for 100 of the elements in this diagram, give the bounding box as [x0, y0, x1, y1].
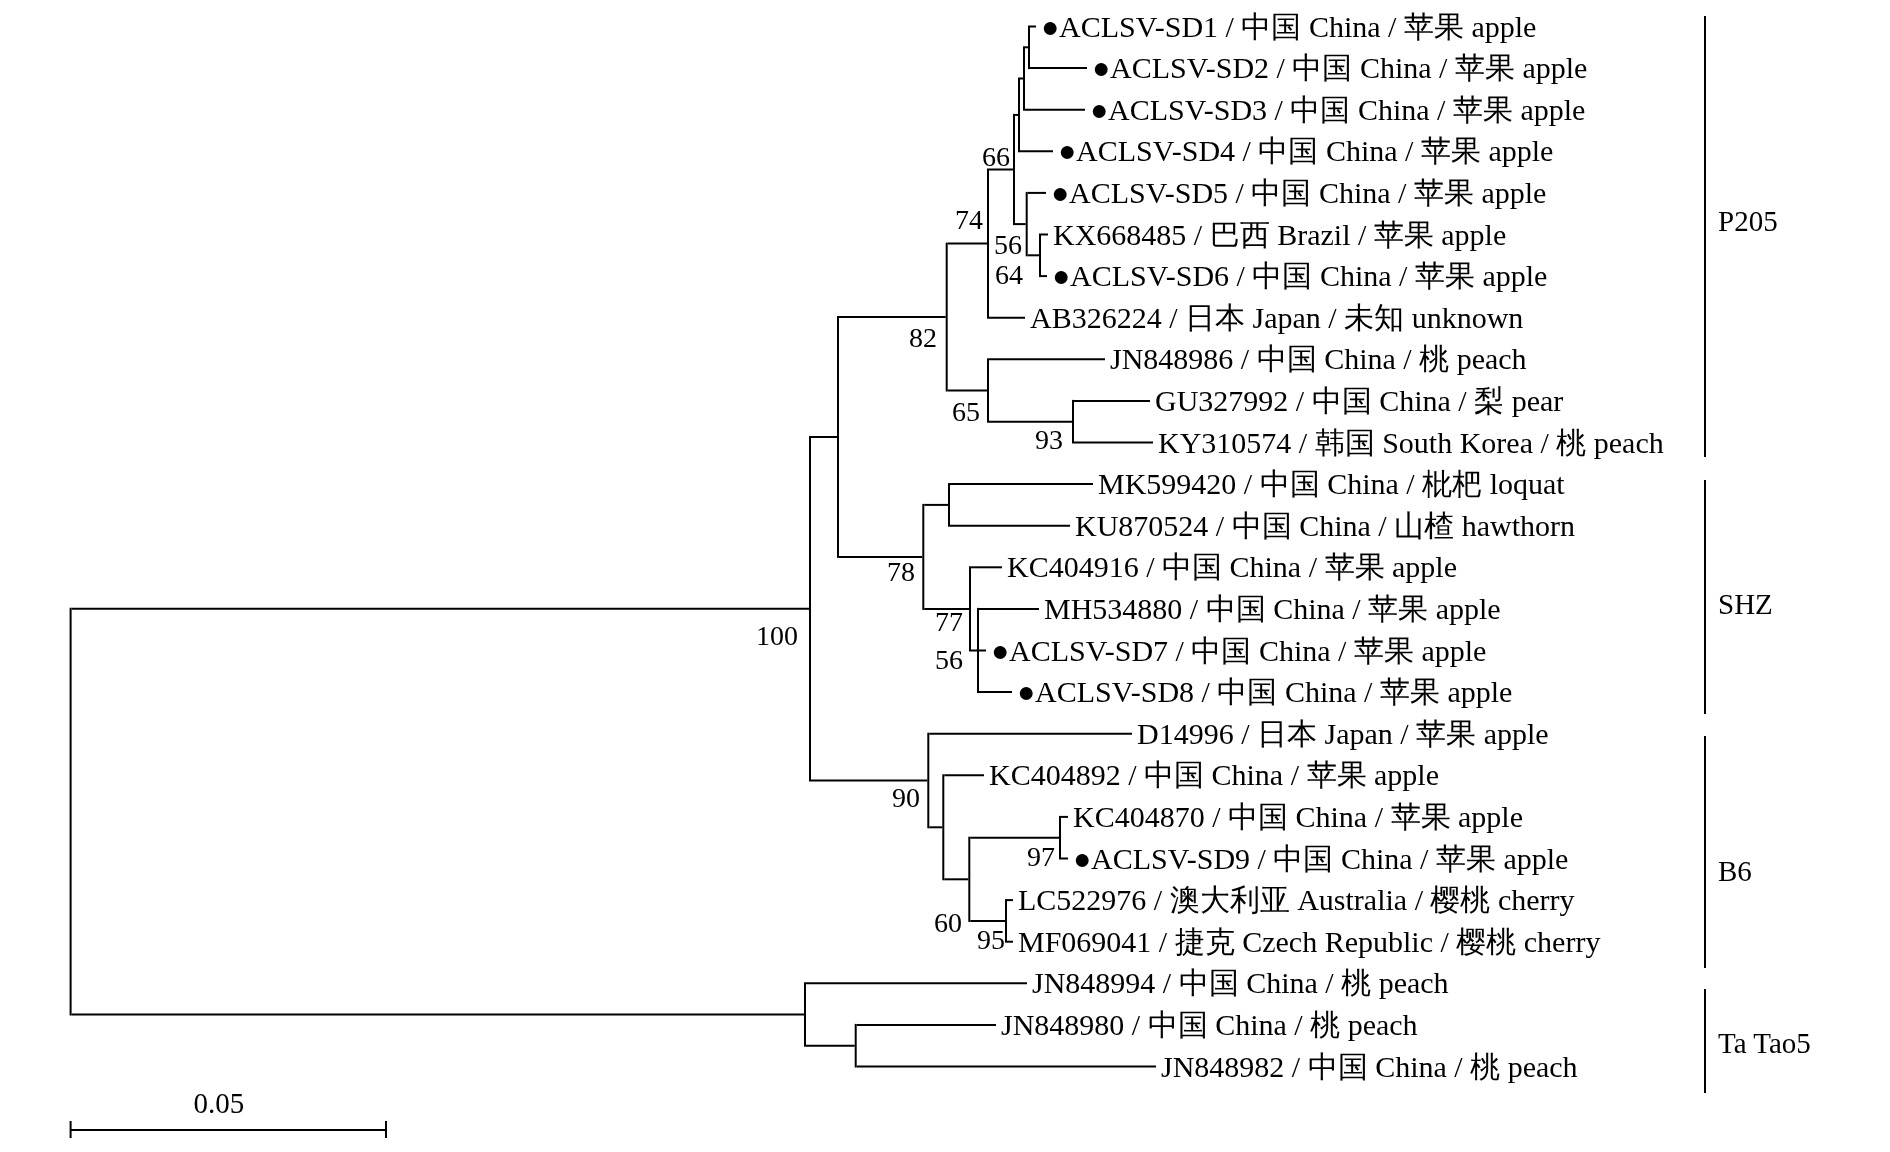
branch-line: [838, 555, 924, 558]
bootstrap-value: 56: [994, 230, 1022, 260]
taxon-label: KC404870 / 中国 China / 苹果 apple: [1068, 799, 1523, 834]
branch-line: [988, 168, 1014, 171]
branch-line: [978, 607, 1040, 610]
branch-line: [1040, 233, 1049, 236]
node-vertical-line: [69, 607, 72, 1016]
node-vertical-line: [1059, 815, 1061, 860]
node-vertical-line: [1013, 113, 1015, 226]
branch-line: [970, 649, 978, 652]
branch-line: [838, 316, 947, 319]
node-vertical-line: [1028, 25, 1030, 70]
branch-line: [969, 836, 1060, 839]
branch-line: [1029, 67, 1088, 70]
taxon-label: JN848986 / 中国 China / 桃 peach: [1105, 342, 1527, 377]
taxon-label: ●ACLSV-SD4 / 中国 China / 苹果 apple: [1053, 134, 1554, 169]
branch-line: [1029, 25, 1037, 28]
node-vertical-line: [854, 1023, 857, 1068]
branch-line: [810, 779, 929, 782]
bootstrap-value: 74: [955, 205, 983, 235]
node-vertical-line: [1025, 191, 1028, 257]
branch-line: [949, 483, 1094, 486]
bootstrap-value: 90: [892, 783, 920, 813]
node-vertical-line: [837, 316, 839, 558]
taxon-label: KU870524 / 中国 China / 山楂 hawthorn: [1070, 508, 1575, 543]
node-vertical-line: [987, 358, 989, 423]
node-vertical-line: [977, 607, 979, 694]
branch-line: [1060, 815, 1069, 818]
branch-line: [988, 420, 1073, 423]
branch-line: [928, 826, 944, 829]
branch-line: [978, 649, 987, 652]
branch-line: [943, 878, 970, 881]
branch-line: [1019, 77, 1024, 80]
taxon-label: ●ACLSV-SD2 / 中国 China / 苹果 apple: [1087, 51, 1588, 86]
node-vertical-line: [968, 836, 971, 922]
bootstrap-value: 82: [909, 323, 937, 353]
bootstrap-value: 77: [935, 607, 963, 637]
branch-line: [1026, 254, 1040, 257]
scale-label: 0.05: [193, 1086, 245, 1120]
taxon-label: KC404916 / 中国 China / 苹果 apple: [1002, 550, 1457, 585]
branch-line: [805, 1044, 856, 1047]
branch-line: [928, 732, 1133, 735]
branch-line: [1026, 191, 1047, 194]
bootstrap-value: 65: [952, 397, 980, 427]
clade-label: Ta Tao5: [1718, 1026, 1811, 1060]
node-vertical-line: [804, 982, 806, 1047]
branch-line: [810, 436, 838, 438]
branch-line: [1024, 108, 1086, 111]
branch-line: [1019, 150, 1054, 153]
branch-line: [855, 1023, 997, 1026]
node-vertical-line: [927, 732, 930, 829]
clade-label: SHZ: [1718, 587, 1773, 621]
clade-label: B6: [1718, 854, 1752, 888]
bootstrap-value: 93: [1035, 425, 1063, 455]
branch-line: [970, 566, 1003, 569]
node-vertical-line: [1072, 399, 1074, 444]
branch-line: [1073, 399, 1151, 402]
branch-line: [946, 242, 988, 245]
taxon-label: ●ACLSV-SD6 / 中国 China / 苹果 apple: [1047, 259, 1548, 294]
taxon-label: ●ACLSV-SD8 / 中国 China / 苹果 apple: [1012, 675, 1513, 710]
branch-line: [70, 607, 810, 610]
taxon-label: ●ACLSV-SD7 / 中国 China / 苹果 apple: [986, 633, 1487, 668]
branch-line: [946, 389, 988, 392]
bootstrap-value: 56: [935, 645, 963, 675]
branch-line: [70, 1013, 805, 1016]
taxon-label: MH534880 / 中国 China / 苹果 apple: [1039, 591, 1501, 626]
taxon-label: GU327992 / 中国 China / 梨 pear: [1150, 383, 1564, 418]
branch-line: [805, 982, 1028, 985]
bootstrap-value: 100: [756, 621, 798, 651]
taxon-label: ●ACLSV-SD9 / 中国 China / 苹果 apple: [1068, 841, 1569, 876]
node-vertical-line: [809, 436, 811, 782]
branch-line: [1006, 899, 1014, 902]
branch-line: [1040, 275, 1048, 278]
taxon-label: ●ACLSV-SD3 / 中国 China / 苹果 apple: [1085, 92, 1586, 127]
taxon-label: KC404892 / 中国 China / 苹果 apple: [984, 758, 1439, 793]
bootstrap-value: 95: [977, 925, 1005, 955]
branch-line: [923, 503, 949, 506]
taxon-label: LC522976 / 澳大利亚 Australia / 樱桃 cherry: [1013, 883, 1575, 918]
branch-line: [1060, 857, 1069, 860]
branch-line: [978, 691, 1013, 694]
branch-line: [988, 358, 1106, 361]
bootstrap-value: 66: [982, 142, 1010, 172]
bootstrap-value: 64: [995, 260, 1023, 290]
taxon-label: JN848980 / 中国 China / 桃 peach: [996, 1007, 1418, 1042]
bootstrap-value: 78: [887, 557, 915, 587]
node-vertical-line: [1023, 46, 1025, 111]
bootstrap-value: 97: [1027, 842, 1055, 872]
branch-line: [855, 1065, 1157, 1068]
bootstrap-value: 60: [934, 908, 962, 938]
branch-line: [1073, 441, 1154, 444]
node-vertical-line: [969, 566, 971, 652]
branch-line: [949, 524, 1071, 527]
node-vertical-line: [922, 503, 925, 610]
clade-label: P205: [1718, 204, 1778, 238]
taxon-label: MF069041 / 捷克 Czech Republic / 樱桃 cherry: [1013, 924, 1601, 959]
taxon-label: KX668485 / 巴西 Brazil / 苹果 apple: [1048, 217, 1507, 252]
node-vertical-line: [1018, 77, 1020, 153]
branch-line: [969, 919, 1006, 922]
node-vertical-line: [948, 483, 950, 527]
branch-line: [1014, 223, 1027, 226]
